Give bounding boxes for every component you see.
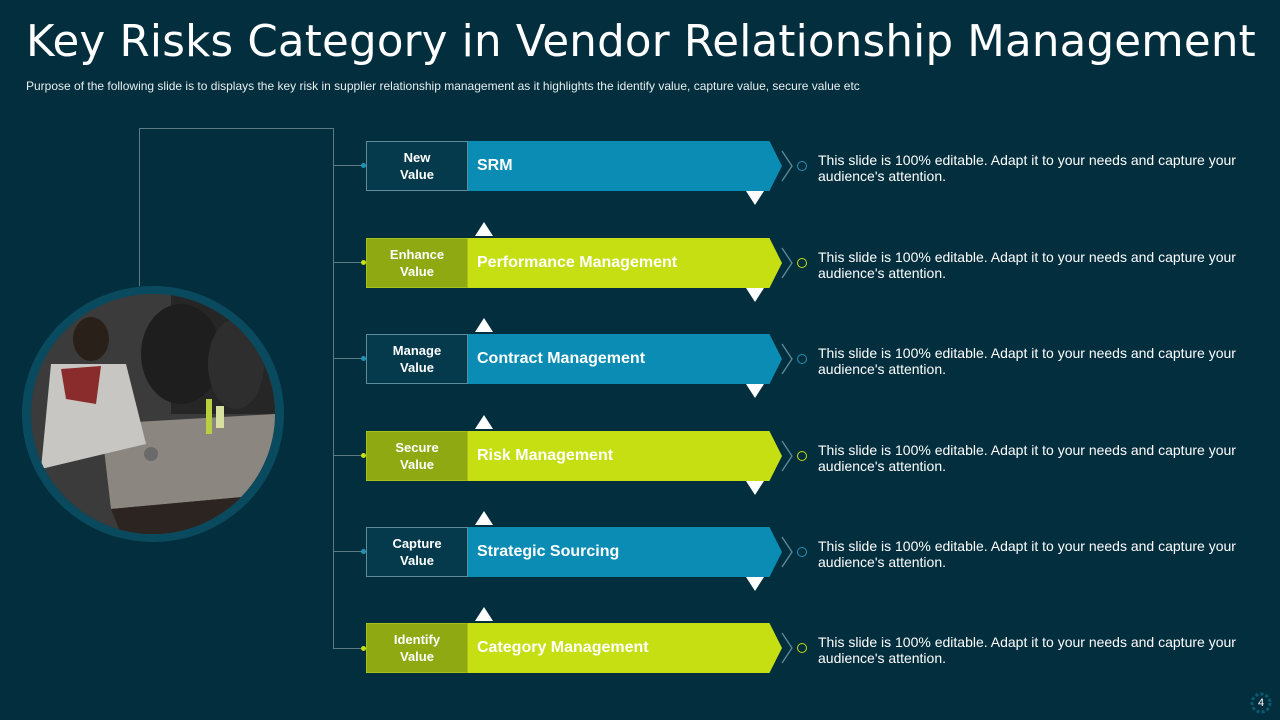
label-line: Value bbox=[400, 649, 434, 664]
label-line: New bbox=[403, 150, 431, 165]
connector-dot bbox=[361, 453, 366, 458]
connector-top bbox=[139, 128, 334, 129]
triangle-up-icon bbox=[475, 222, 493, 236]
connector-dot bbox=[361, 646, 366, 651]
triangle-down-icon bbox=[746, 288, 764, 302]
label-line: Value bbox=[400, 360, 434, 375]
label-line: Identify bbox=[393, 632, 441, 647]
label-line: Manage bbox=[392, 343, 442, 358]
label-line: Capture bbox=[392, 536, 442, 551]
team-meeting-photo bbox=[31, 294, 275, 534]
triangle-up-icon bbox=[475, 511, 493, 525]
connector-branch bbox=[333, 648, 366, 649]
row-description: This slide is 100% editable. Adapt it to… bbox=[818, 345, 1236, 377]
bullet-circle-icon bbox=[797, 161, 807, 171]
chevron-right-icon bbox=[781, 247, 793, 279]
row-bar: Category Management bbox=[468, 623, 782, 673]
row-bar: Contract Management bbox=[468, 334, 782, 384]
page-number: 4 bbox=[1248, 690, 1274, 716]
connector-dot bbox=[361, 260, 366, 265]
gear-icon bbox=[1250, 692, 1272, 714]
bullet-circle-icon bbox=[797, 643, 807, 653]
bullet-circle-icon bbox=[797, 258, 807, 268]
connector-branch bbox=[333, 262, 366, 263]
connector-branch bbox=[333, 551, 366, 552]
label-line: Value bbox=[400, 553, 434, 568]
label-line: Value bbox=[400, 264, 434, 279]
connector-branch bbox=[333, 358, 366, 359]
row-bar: Strategic Sourcing bbox=[468, 527, 782, 577]
chevron-right-icon bbox=[781, 536, 793, 568]
connector-branch bbox=[333, 455, 366, 456]
connector-spine bbox=[333, 128, 334, 649]
row-description: This slide is 100% editable. Adapt it to… bbox=[818, 152, 1236, 184]
label-line: Value bbox=[400, 167, 434, 182]
triangle-down-icon bbox=[746, 384, 764, 398]
triangle-down-icon bbox=[746, 577, 764, 591]
chevron-right-icon bbox=[781, 150, 793, 182]
row-description: This slide is 100% editable. Adapt it to… bbox=[818, 442, 1236, 474]
label-line: Value bbox=[400, 457, 434, 472]
label-line: Secure bbox=[395, 440, 439, 455]
chevron-right-icon bbox=[781, 632, 793, 664]
slide-subtitle: Purpose of the following slide is to dis… bbox=[26, 79, 860, 93]
bullet-circle-icon bbox=[797, 547, 807, 557]
triangle-down-icon bbox=[746, 191, 764, 205]
row-description: This slide is 100% editable. Adapt it to… bbox=[818, 634, 1236, 666]
row-description: This slide is 100% editable. Adapt it to… bbox=[818, 538, 1236, 570]
slide-title: Key Risks Category in Vendor Relationshi… bbox=[26, 16, 1256, 67]
bullet-circle-icon bbox=[797, 451, 807, 461]
connector-dot bbox=[361, 549, 366, 554]
bullet-circle-icon bbox=[797, 354, 807, 364]
label-line: Enhance bbox=[389, 247, 445, 262]
chevron-right-icon bbox=[781, 440, 793, 472]
page-number-text: 4 bbox=[1257, 697, 1265, 709]
row-description: This slide is 100% editable. Adapt it to… bbox=[818, 249, 1236, 281]
triangle-up-icon bbox=[475, 415, 493, 429]
connector-dot bbox=[361, 163, 366, 168]
connector-dot bbox=[361, 356, 366, 361]
chevron-right-icon bbox=[781, 343, 793, 375]
connector-left bbox=[139, 128, 140, 286]
triangle-up-icon bbox=[475, 607, 493, 621]
triangle-up-icon bbox=[475, 318, 493, 332]
row-bar: SRM bbox=[468, 141, 782, 191]
triangle-down-icon bbox=[746, 481, 764, 495]
row-bar: Performance Management bbox=[468, 238, 782, 288]
row-bar: Risk Management bbox=[468, 431, 782, 481]
connector-branch bbox=[333, 165, 366, 166]
